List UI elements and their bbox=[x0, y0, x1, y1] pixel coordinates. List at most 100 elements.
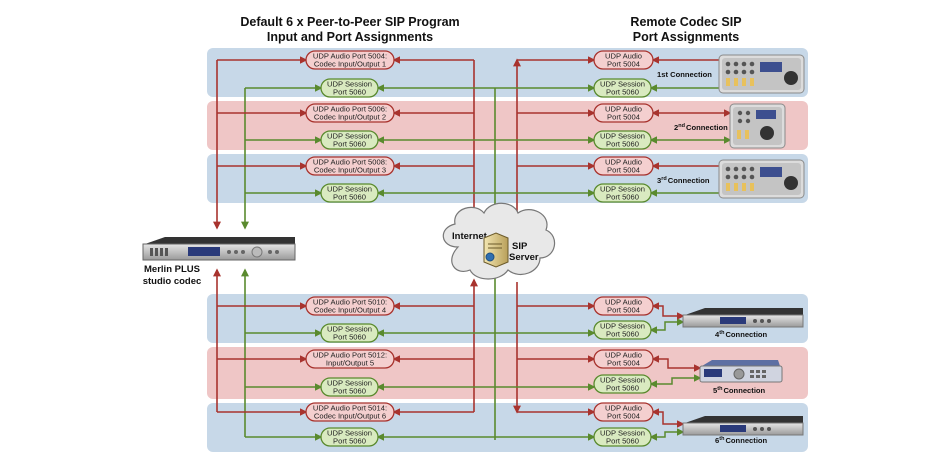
audio-port-6-line1: UDP Audio Port 5014: bbox=[313, 404, 387, 413]
audio-port-pill-5 bbox=[305, 349, 395, 369]
remote-session-pill-2 bbox=[593, 130, 652, 150]
remote-session-5-line1: UDP Session bbox=[600, 376, 645, 385]
session-port-5-line1: UDP Session bbox=[327, 379, 372, 388]
audio-port-3-line2: Codec Input/Output 3 bbox=[314, 166, 386, 175]
session-port-pill-4 bbox=[320, 323, 379, 343]
audio-port-5-line2: Input/Output 5 bbox=[326, 359, 374, 368]
remote-audio-2-line2: Port 5004 bbox=[607, 113, 640, 122]
remote-audio-pill-1 bbox=[593, 50, 654, 70]
remote-audio-6-line2: Port 5004 bbox=[607, 412, 640, 421]
remote-session-pill-6 bbox=[593, 427, 652, 447]
session-port-2-line2: Port 5060 bbox=[333, 140, 366, 149]
session-port-4-line2: Port 5060 bbox=[333, 333, 366, 342]
remote-audio-5-line2: Port 5004 bbox=[607, 359, 640, 368]
audio-port-pill-2 bbox=[305, 103, 395, 123]
session-port-6-line2: Port 5060 bbox=[333, 437, 366, 446]
audio-port-6-line2: Codec Input/Output 6 bbox=[314, 412, 386, 421]
session-port-pill-2 bbox=[320, 130, 379, 150]
session-port-6-line1: UDP Session bbox=[327, 429, 372, 438]
remote-session-pill-4 bbox=[593, 320, 652, 340]
connection-label-5: 5thConnection bbox=[713, 386, 766, 395]
remote-small-codec-5 bbox=[699, 360, 783, 383]
remote-session-4-line2: Port 5060 bbox=[606, 330, 639, 339]
session-port-3-line2: Port 5060 bbox=[333, 193, 366, 202]
remote-session-1-line2: Port 5060 bbox=[606, 88, 639, 97]
remote-rack-codec-4 bbox=[682, 308, 804, 328]
audio-port-pill-4 bbox=[305, 296, 395, 316]
remote-audio-pill-3 bbox=[593, 156, 654, 176]
remote-session-2-line1: UDP Session bbox=[600, 132, 645, 141]
session-port-1-line2: Port 5060 bbox=[333, 88, 366, 97]
connection-label-2: 2ndConnection bbox=[674, 123, 728, 132]
remote-audio-3-line1: UDP Audio bbox=[605, 158, 642, 167]
remote-session-pill-5 bbox=[593, 374, 652, 394]
remote-session-2-line2: Port 5060 bbox=[606, 140, 639, 149]
remote-audio-3-line2: Port 5004 bbox=[607, 166, 640, 175]
studio-codec-device bbox=[142, 237, 296, 261]
remote-audio-pill-5 bbox=[593, 349, 654, 369]
internet-label: Internet bbox=[452, 231, 488, 242]
connection-label-3: 3rdConnection bbox=[657, 176, 710, 185]
remote-audio-2-line1: UDP Audio bbox=[605, 105, 642, 114]
audio-port-2-line2: Codec Input/Output 2 bbox=[314, 113, 386, 122]
connection-label-1: 1st Connection bbox=[657, 70, 712, 79]
session-port-pill-5 bbox=[320, 377, 379, 397]
connection-label-6: 6thConnection bbox=[715, 436, 768, 445]
band-row-3 bbox=[207, 154, 808, 203]
audio-port-pill-1 bbox=[305, 50, 395, 70]
left-title-line1: Default 6 x Peer-to-Peer SIP Program bbox=[240, 15, 459, 29]
audio-port-5-line1: UDP Audio Port 5012: bbox=[313, 351, 387, 360]
sip-server-label-line1: SIP bbox=[512, 241, 528, 252]
left-title-line2: Input and Port Assignments bbox=[267, 30, 433, 44]
left-pills: UDP Audio Port 5004: Codec Input/Output … bbox=[305, 50, 395, 447]
remote-audio-1-line2: Port 5004 bbox=[607, 60, 640, 69]
remote-session-5-line2: Port 5060 bbox=[606, 384, 639, 393]
band-row-1 bbox=[207, 48, 808, 97]
right-title-line2: Port Assignments bbox=[633, 30, 740, 44]
audio-port-4-line1: UDP Audio Port 5010: bbox=[313, 298, 387, 307]
remote-audio-pill-4 bbox=[593, 296, 654, 316]
studio-codec-label-line1: Merlin PLUS bbox=[144, 264, 200, 275]
connection-label-4: 4thConnection bbox=[715, 330, 768, 339]
remote-mixer-3 bbox=[718, 159, 805, 199]
audio-port-pill-6 bbox=[305, 402, 395, 422]
session-port-pill-6 bbox=[320, 427, 379, 447]
session-port-2-line1: UDP Session bbox=[327, 132, 372, 141]
remote-session-1-line1: UDP Session bbox=[600, 80, 645, 89]
audio-port-1-line1: UDP Audio Port 5004: bbox=[313, 52, 387, 61]
right-title-line1: Remote Codec SIP bbox=[630, 15, 741, 29]
session-port-4-line1: UDP Session bbox=[327, 325, 372, 334]
session-port-pill-1 bbox=[320, 78, 379, 98]
remote-mixer-2 bbox=[729, 103, 786, 149]
remote-mixer-1 bbox=[718, 54, 805, 94]
session-port-pill-3 bbox=[320, 183, 379, 203]
session-port-5-line2: Port 5060 bbox=[333, 387, 366, 396]
remote-rack-codec-6 bbox=[682, 416, 804, 436]
remote-audio-pill-2 bbox=[593, 103, 654, 123]
remote-session-pill-3 bbox=[593, 183, 652, 203]
remote-session-4-line1: UDP Session bbox=[600, 322, 645, 331]
connection-labels: 1st Connection 2ndConnection 3rdConnecti… bbox=[657, 70, 768, 445]
audio-port-4-line2: Codec Input/Output 4 bbox=[314, 306, 386, 315]
remote-session-6-line2: Port 5060 bbox=[606, 437, 639, 446]
right-pills: UDP Audio Port 5004 UDP Session Port 506… bbox=[593, 50, 654, 447]
remote-audio-1-line1: UDP Audio bbox=[605, 52, 642, 61]
remote-session-6-line1: UDP Session bbox=[600, 429, 645, 438]
remote-session-pill-1 bbox=[593, 78, 652, 98]
audio-port-1-line2: Codec Input/Output 1 bbox=[314, 60, 386, 69]
remote-session-3-line2: Port 5060 bbox=[606, 193, 639, 202]
remote-audio-4-line2: Port 5004 bbox=[607, 306, 640, 315]
remote-audio-6-line1: UDP Audio bbox=[605, 404, 642, 413]
session-port-1-line1: UDP Session bbox=[327, 80, 372, 89]
studio-codec-label-line2: studio codec bbox=[143, 276, 202, 287]
remote-session-3-line1: UDP Session bbox=[600, 185, 645, 194]
sip-server-label-line2: Server bbox=[509, 252, 539, 263]
audio-port-pill-3 bbox=[305, 156, 395, 176]
audio-port-3-line1: UDP Audio Port 5008: bbox=[313, 158, 387, 167]
audio-port-2-line1: UDP Audio Port 5006: bbox=[313, 105, 387, 114]
sip-server-icon bbox=[483, 232, 509, 268]
remote-audio-pill-6 bbox=[593, 402, 654, 422]
remote-audio-5-line1: UDP Audio bbox=[605, 351, 642, 360]
session-port-3-line1: UDP Session bbox=[327, 185, 372, 194]
